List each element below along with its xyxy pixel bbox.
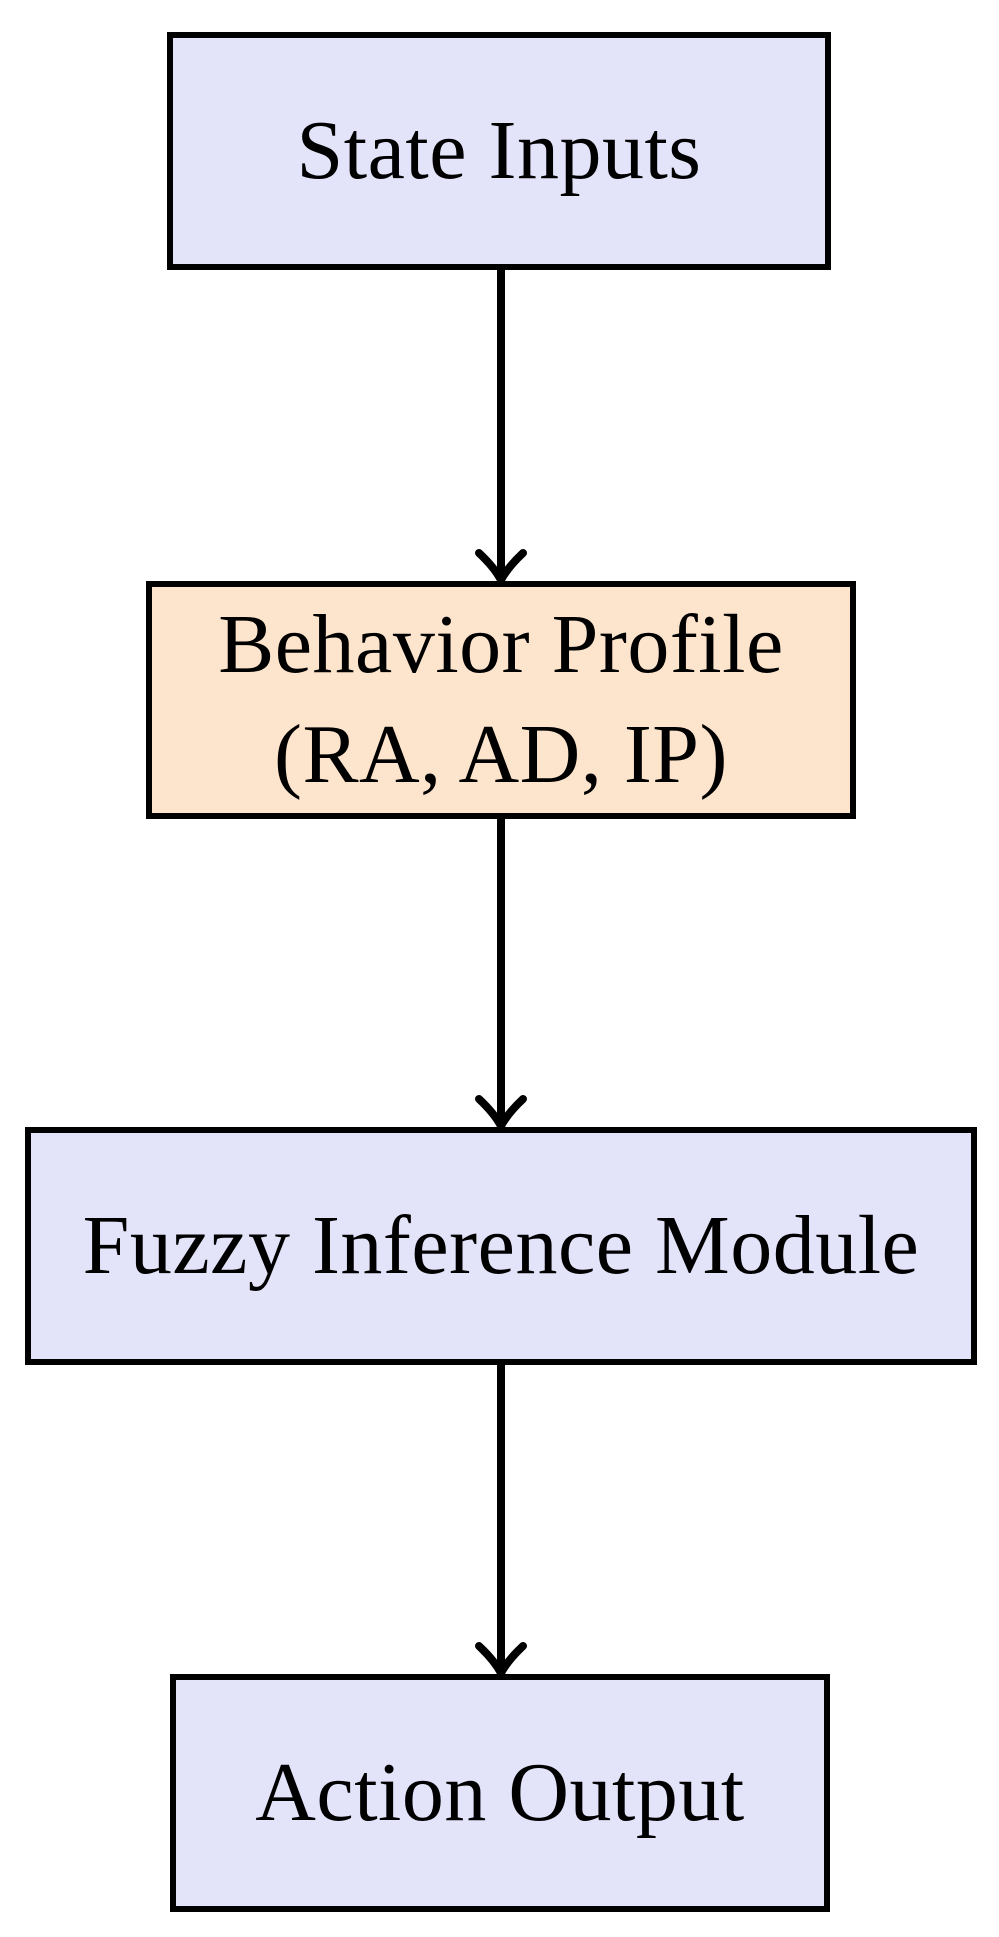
node-action-output-label: Action Output [255, 1746, 745, 1839]
arrow-behavior-to-fuzzy-icon [475, 812, 527, 1130]
node-state-inputs-label: State Inputs [296, 104, 702, 197]
node-fuzzy-inference-module: Fuzzy Inference Module [25, 1127, 977, 1365]
node-behavior-profile-sublabel: (RA, AD, IP) [273, 708, 728, 801]
node-behavior-profile-label: Behavior Profile [218, 598, 784, 691]
node-state-inputs: State Inputs [167, 32, 831, 270]
arrow-fuzzy-to-action-icon [475, 1359, 527, 1677]
arrow-state-to-behavior-icon [475, 266, 527, 584]
node-action-output: Action Output [170, 1674, 830, 1912]
node-fuzzy-inference-module-label: Fuzzy Inference Module [82, 1199, 920, 1292]
node-behavior-profile: Behavior Profile (RA, AD, IP) [146, 581, 856, 819]
